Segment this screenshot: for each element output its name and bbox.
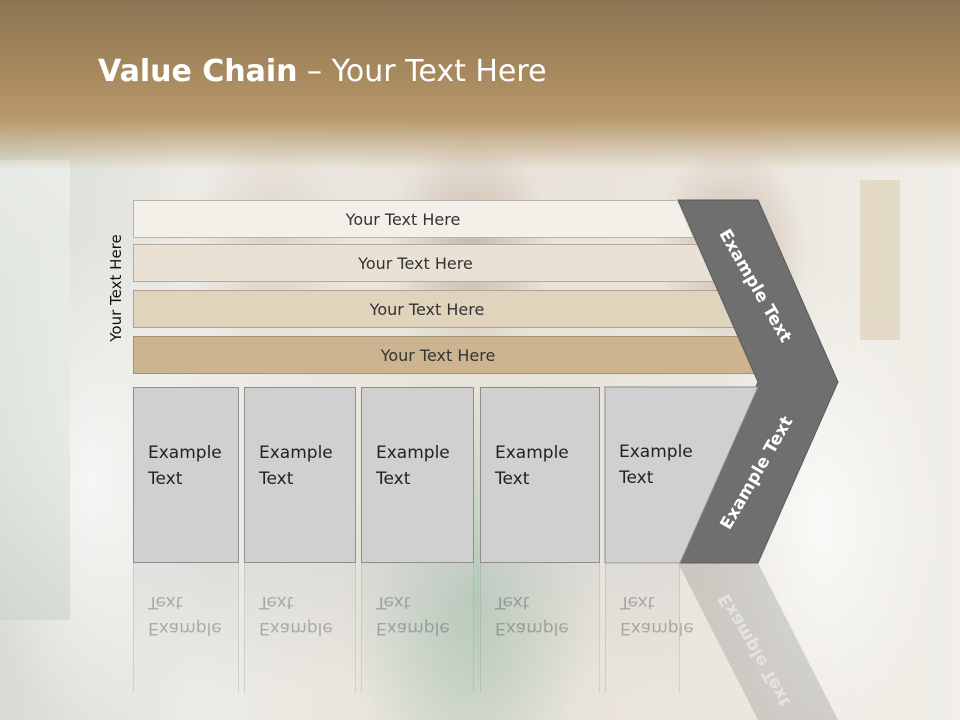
- activity-box-5-line2: Text: [619, 468, 654, 488]
- chevron-reflection: [678, 563, 838, 720]
- slide-title-bold: Value Chain: [98, 54, 298, 89]
- activity-box-4[interactable]: Example Text: [480, 387, 600, 563]
- reflection-3-line1: Example: [376, 618, 450, 638]
- slide-title[interactable]: Value Chain – Your Text Here: [98, 54, 547, 89]
- layer-bar-2-label: Your Text Here: [358, 253, 473, 273]
- layer-bar-2[interactable]: Your Text Here: [133, 244, 718, 282]
- background-door: [860, 180, 900, 340]
- activity-box-1-line1: Example: [148, 443, 222, 463]
- activity-box-3-reflection: Example Text: [361, 563, 474, 693]
- title-band: Value Chain – Your Text Here: [0, 0, 960, 170]
- activity-box-4-line1: Example: [495, 443, 569, 463]
- layer-bar-3-label: Your Text Here: [369, 299, 485, 319]
- activity-box-5-line1: Example: [619, 442, 693, 462]
- reflection-1-line1: Example: [148, 618, 222, 638]
- activity-box-3-line2: Text: [376, 469, 411, 489]
- layer-bar-1[interactable]: Your Text Here: [133, 200, 693, 238]
- activity-box-5[interactable]: Example Text: [605, 387, 693, 563]
- reflection-3-line2: Text: [376, 592, 411, 612]
- activity-box-1-reflection: Example Text: [133, 563, 239, 693]
- layer-bar-3[interactable]: Your Text Here: [133, 290, 741, 328]
- activity-box-3-line1: Example: [376, 443, 450, 463]
- reflection-4-line2: Text: [495, 592, 530, 612]
- slide-title-rest: – Your Text Here: [297, 54, 547, 89]
- reflection-2-line2: Text: [259, 592, 294, 612]
- layer-bar-4[interactable]: Your Text Here: [133, 336, 763, 374]
- activity-box-2-line1: Example: [259, 443, 333, 463]
- chevron-arrow: [677, 199, 839, 564]
- activity-box-2-line2: Text: [259, 469, 294, 489]
- layer-bar-4-label: Your Text Here: [380, 345, 496, 365]
- activity-box-2[interactable]: Example Text: [244, 387, 356, 563]
- activity-box-4-reflection: Example Text: [480, 563, 600, 693]
- reflection-5-line1: Example: [620, 618, 694, 638]
- activity-box-2-reflection: Example Text: [244, 563, 356, 693]
- box-5-arrow-tip: [604, 386, 759, 564]
- reflection-2-line1: Example: [259, 618, 333, 638]
- reflection-1-line2: Text: [148, 592, 183, 612]
- activity-box-1[interactable]: Example Text: [133, 387, 239, 563]
- reflection-4-line1: Example: [495, 618, 569, 638]
- layer-bar-1-label: Your Text Here: [345, 209, 461, 229]
- activity-box-3[interactable]: Example Text: [361, 387, 474, 563]
- activity-box-5-reflection: Example Text: [605, 563, 694, 693]
- activity-box-1-line2: Text: [148, 469, 183, 489]
- background-window: [0, 160, 70, 620]
- reflection-5-line2: Text: [620, 592, 655, 612]
- activity-box-4-line2: Text: [495, 469, 530, 489]
